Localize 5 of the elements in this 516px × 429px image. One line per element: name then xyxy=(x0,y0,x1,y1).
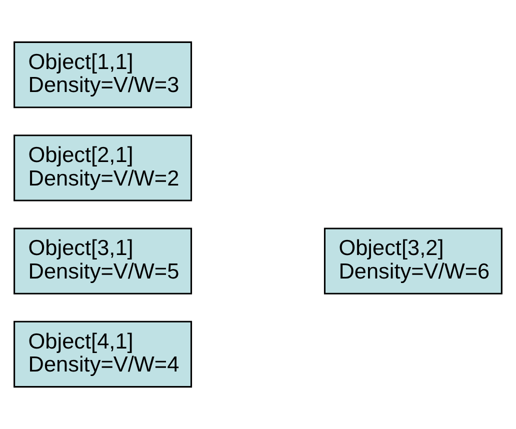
node-box: Object[4,1] Density=V/W=4 xyxy=(14,320,192,388)
node-box: Object[3,1] Density=V/W=5 xyxy=(14,228,192,294)
node-box: Object[2,1] Density=V/W=2 xyxy=(14,134,192,202)
node-box: Object[1,1] Density=V/W=3 xyxy=(14,41,192,108)
node-box: Object[3,2] Density=V/W=6 xyxy=(324,228,502,294)
